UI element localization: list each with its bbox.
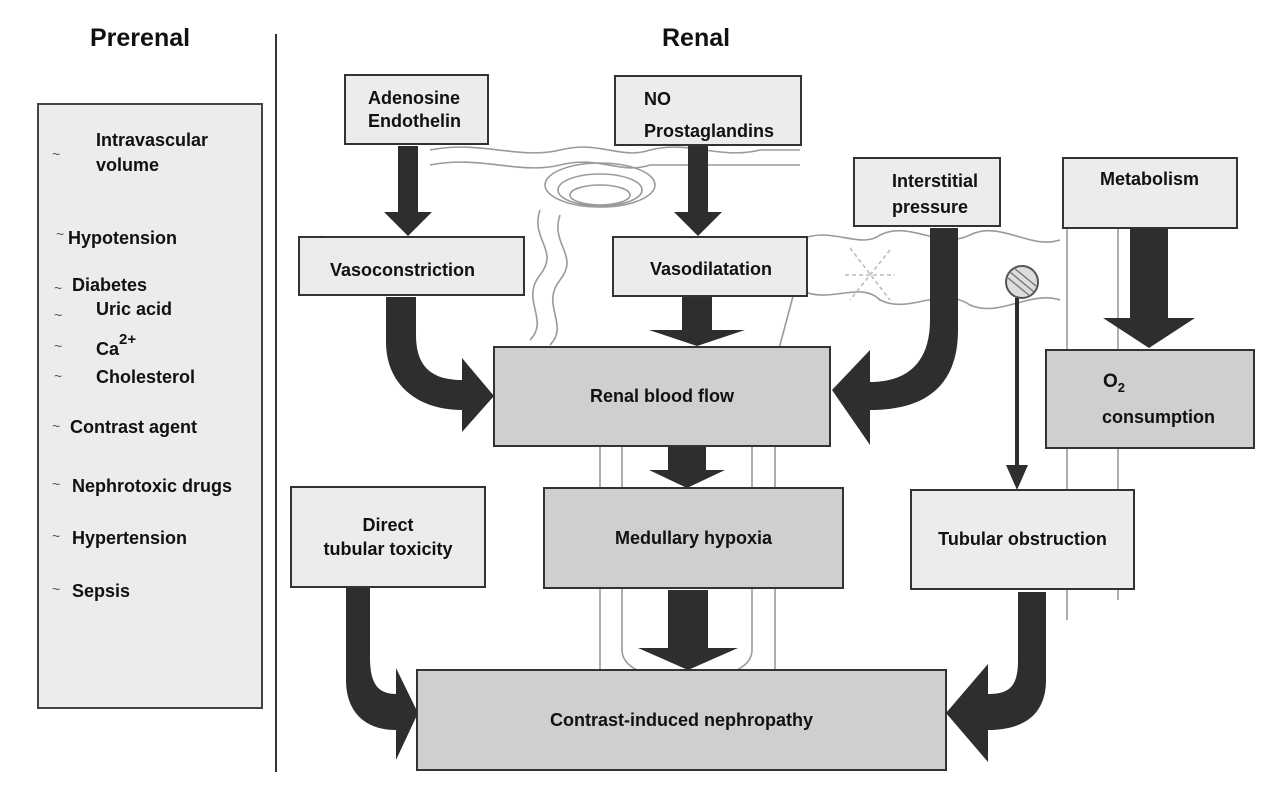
- renal-header: Renal: [662, 24, 731, 52]
- interstitial-dashed-arrows: [845, 247, 895, 301]
- box-o2-consumption: O2 consumption: [1045, 349, 1255, 449]
- interstitial-label: Interstitial: [892, 171, 979, 191]
- metabolism-label: Metabolism: [1100, 169, 1200, 189]
- factor-uric-acid: Uric acid: [96, 299, 173, 319]
- factor-diabetes: Diabetes: [72, 275, 148, 295]
- tubular-obstruction-label: Tubular obstruction: [938, 529, 1107, 549]
- renal-blood-flow-label: Renal blood flow: [590, 386, 734, 406]
- tubular-toxicity-label: tubular toxicity: [323, 539, 453, 559]
- tilde-mark: ~: [54, 307, 63, 323]
- factor-nephrotoxic-drugs: Nephrotoxic drugs: [72, 476, 233, 496]
- pressure-label: pressure: [892, 197, 969, 217]
- box-vasodilatation: Vasodilatation: [612, 236, 808, 297]
- box-vasoconstriction: Vasoconstriction: [298, 236, 525, 296]
- box-tubular-obstruction: Tubular obstruction: [910, 489, 1135, 590]
- box-medullary-hypoxia: Medullary hypoxia: [543, 487, 844, 589]
- tilde-mark: ~: [52, 418, 61, 434]
- tilde-mark: ~: [54, 338, 63, 354]
- calcium-label: Ca: [96, 339, 120, 359]
- prerenal-header: Prerenal: [90, 24, 191, 52]
- factor-sepsis: Sepsis: [72, 581, 131, 601]
- box-metabolism: Metabolism: [1062, 157, 1238, 229]
- vasoconstriction-label: Vasoconstriction: [330, 260, 476, 280]
- o2-letter: O: [1103, 371, 1118, 392]
- o2-subscript: 2: [1117, 379, 1126, 395]
- box-contrast-induced-nephropathy: Contrast-induced nephropathy: [416, 669, 947, 771]
- tilde-mark: ~: [54, 280, 63, 296]
- endothelin-label: Endothelin: [368, 111, 461, 131]
- cast-to-obstruction-head: [1006, 465, 1028, 490]
- section-divider: [275, 34, 277, 772]
- prerenal-panel: [37, 103, 263, 709]
- box-interstitial-pressure: Interstitial pressure: [853, 157, 1001, 227]
- prostaglandins-label: Prostaglandins: [644, 121, 775, 141]
- factor-volume: volume: [96, 155, 160, 175]
- consumption-label: consumption: [1102, 407, 1215, 427]
- factor-cholesterol: Cholesterol: [96, 367, 196, 387]
- factor-hypertension: Hypertension: [72, 528, 188, 548]
- tilde-mark: ~: [52, 528, 61, 544]
- no-label: NO: [644, 89, 671, 109]
- box-adenosine-endothelin: Adenosine Endothelin: [344, 74, 489, 145]
- tilde-mark: ~: [52, 581, 61, 597]
- tilde-mark: ~: [52, 476, 61, 492]
- tilde-mark: ~: [52, 146, 61, 162]
- box-renal-blood-flow: Renal blood flow: [493, 346, 831, 447]
- thick-arrows: [346, 146, 1195, 762]
- obstruction-hatching: [1007, 267, 1037, 297]
- cin-label: Contrast-induced nephropathy: [549, 709, 813, 730]
- factor-hypotension: Hypotension: [68, 228, 178, 248]
- calcium-superscript: 2+: [119, 331, 137, 348]
- direct-label: Direct: [362, 515, 414, 535]
- vasodilatation-label: Vasodilatation: [650, 259, 773, 279]
- adenosine-label: Adenosine: [368, 88, 461, 108]
- o2-label: O2: [1103, 371, 1125, 395]
- tilde-mark: ~: [56, 226, 65, 242]
- factor-contrast-agent: Contrast agent: [70, 417, 198, 437]
- factor-calcium: Ca2+: [96, 331, 137, 360]
- tilde-mark: ~: [54, 368, 63, 384]
- medullary-hypoxia-label: Medullary hypoxia: [614, 527, 773, 548]
- factor-intravascular: Intravascular: [96, 130, 209, 150]
- box-direct-tubular-toxicity: Direct tubular toxicity: [290, 486, 486, 588]
- box-no-prostaglandins: NO Prostaglandins: [614, 75, 802, 146]
